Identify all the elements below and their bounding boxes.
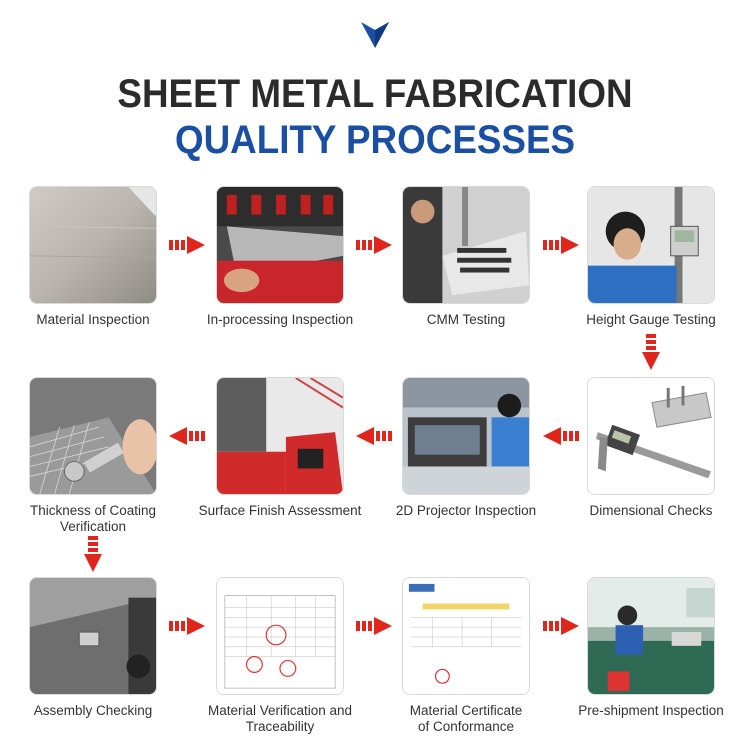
pre-shipment-inspection-photo <box>587 577 715 695</box>
flow-arrow-right-icon <box>356 617 392 635</box>
surface-finish-assessment-photo <box>216 377 344 495</box>
page-title-line1: SHEET METAL FABRICATION <box>117 72 633 116</box>
height-gauge-testing-photo <box>587 186 715 304</box>
flow-arrow-left-icon <box>169 427 205 445</box>
material-verification-document <box>216 577 344 695</box>
in-processing-inspection-photo <box>216 186 344 304</box>
2d-projector-inspection-photo <box>402 377 530 495</box>
step-label-assembly-checking: Assembly Checking <box>33 703 153 718</box>
step-label-certificate-of-conformance: Material Certificate of Conformance <box>409 703 523 734</box>
step-label-material-inspection: Material Inspection <box>36 312 150 327</box>
thickness-of-coating-photo <box>29 377 157 495</box>
certificate-of-conformance-document <box>402 577 530 695</box>
flow-arrow-right-icon <box>356 236 392 254</box>
step-label-dimensional-checks: Dimensional Checks <box>589 503 713 518</box>
step-label-thickness-of-coating: Thickness of Coating Verification <box>29 503 157 534</box>
assembly-checking-photo <box>29 577 157 695</box>
flow-arrow-right-icon <box>543 236 579 254</box>
flow-arrow-left-icon <box>543 427 579 445</box>
flow-arrow-right-icon <box>543 617 579 635</box>
step-label-surface-finish-assessment: Surface Finish Assessment <box>198 503 362 518</box>
step-label-material-verification: Material Verification and Traceability <box>207 703 353 734</box>
flow-arrow-down-icon <box>84 536 102 572</box>
step-label-in-processing-inspection: In-processing Inspection <box>206 312 354 327</box>
brand-logo-icon <box>361 22 389 48</box>
flow-arrow-left-icon <box>356 427 392 445</box>
dimensional-checks-photo <box>587 377 715 495</box>
flow-arrow-down-icon <box>642 334 660 370</box>
flow-arrow-right-icon <box>169 236 205 254</box>
step-label-cmm-testing: CMM Testing <box>426 312 506 327</box>
step-label-pre-shipment-inspection: Pre-shipment Inspection <box>578 703 724 718</box>
material-inspection-photo <box>29 186 157 304</box>
flow-arrow-right-icon <box>169 617 205 635</box>
page-title-line2: QUALITY PROCESSES <box>174 118 576 162</box>
step-label-height-gauge-testing: Height Gauge Testing <box>586 312 716 327</box>
step-label-2d-projector-inspection: 2D Projector Inspection <box>395 503 537 518</box>
cmm-testing-photo <box>402 186 530 304</box>
